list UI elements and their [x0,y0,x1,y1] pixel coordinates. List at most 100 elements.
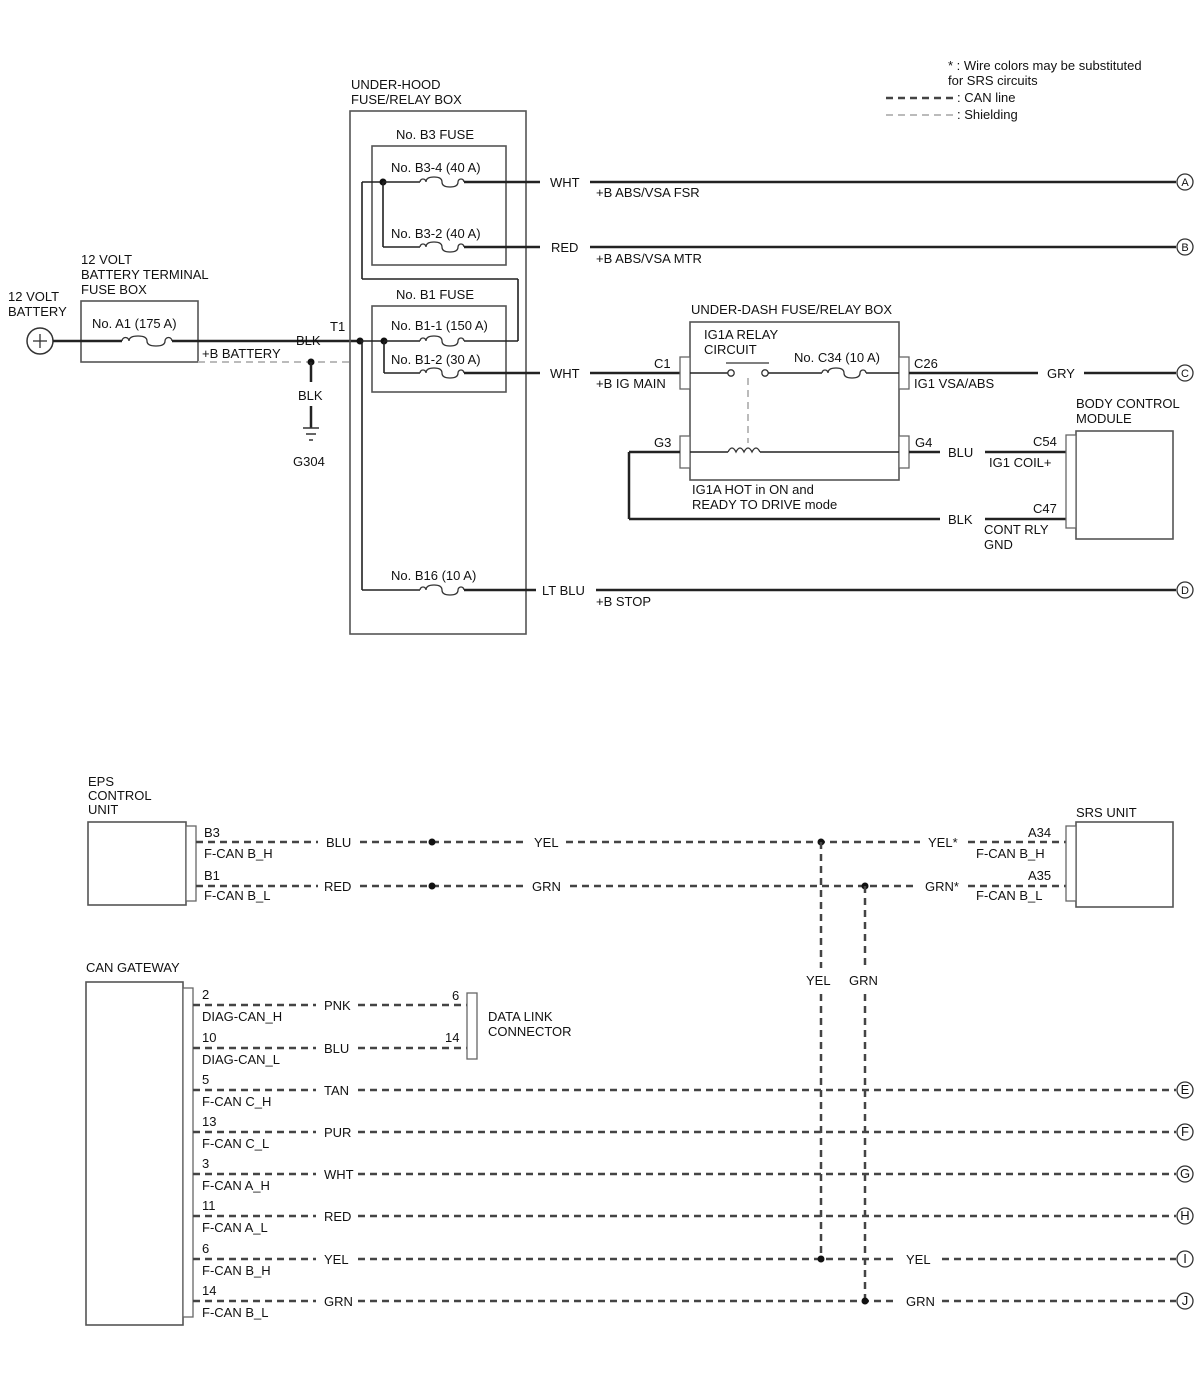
srs-unit: SRS UNIT A34 F-CAN B_H A35 F-CAN B_L [976,805,1174,908]
gateway-wire-color: BLU [324,1041,349,1056]
ground-g304: G304 [293,454,325,469]
junction-eps-l [428,882,436,890]
terminal-f [1176,1123,1194,1141]
can-drop-yel-color: YEL [806,973,831,988]
eps-title-2: CONTROL [88,788,152,803]
wire-a-circuit: +B ABS/VSA FSR [596,185,700,200]
terminal-label: I [1183,1251,1187,1266]
body-control-module: BODY CONTROL MODULE C54 IG1 COIL+ C47 CO… [984,396,1180,552]
gateway-pin-number: 5 [202,1072,209,1087]
battery-label-2: BATTERY [8,304,67,319]
gateway-can-junction [817,1255,825,1263]
legend: * : Wire colors may be substituted for S… [886,58,1142,122]
gateway-can-junction [861,1297,869,1305]
gateway-connector [182,987,194,1318]
eps-pin-b1: B1 [204,868,220,883]
hot-label-2: READY TO DRIVE mode [692,497,837,512]
connector-g4-shape [898,435,910,469]
connector-c1: C1 [654,356,671,371]
can-mid-h-color: YEL [534,835,559,850]
gateway-pin-signal: F-CAN A_H [202,1178,270,1193]
can-eps-l-color: RED [324,879,351,894]
wire-c-color: GRY [1047,366,1075,381]
fuse-c34-symbol [821,367,867,379]
can-gateway: CAN GATEWAY 2DIAG-CAN_HPNK10DIAG-CAN_LBL… [85,960,1194,1326]
terminal-c: C [1176,364,1194,382]
srs-connector [1065,825,1077,902]
srs-title: SRS UNIT [1076,805,1137,820]
relay-label-2: CIRCUIT [704,342,757,357]
under-dash-fuse-box: WHT C1 +B IG MAIN UNDER-DASH FUSE/RELAY … [464,302,1194,527]
terminal-label: H [1180,1208,1189,1223]
output-wire-a: WHT +B ABS/VSA FSR A [464,173,1194,200]
fuse-b16-symbol [419,584,465,596]
connector-c1-shape [679,356,691,390]
terminal-label: E [1181,1082,1190,1097]
eps-pin-b1-sig: F-CAN B_L [204,888,270,903]
gateway-pin-number: 3 [202,1156,209,1171]
terminal-label: F [1181,1124,1189,1139]
terminal-h [1176,1207,1194,1225]
relay-label-1: IG1A RELAY [704,327,779,342]
terminal-g [1176,1165,1194,1183]
gateway-pin-number: 13 [202,1114,216,1129]
fuse-b16-label: No. B16 (10 A) [391,568,476,583]
fuse-b3-2-symbol [419,241,465,253]
connector-c26-shape [898,356,910,390]
wire-d-color: LT BLU [542,583,585,598]
wire-ig-main-color: WHT [550,366,580,381]
terminal-i [1176,1250,1194,1268]
gateway-pin-signal: F-CAN A_L [202,1220,268,1235]
fuse-a1-label: No. A1 (175 A) [92,316,177,331]
bcm-c54: C54 [1033,434,1057,449]
hot-label-1: IG1A HOT in ON and [692,482,814,497]
legend-note-line1: * : Wire colors may be substituted [948,58,1142,73]
srs-pin-a34-sig: F-CAN B_H [976,846,1045,861]
connector-g3-shape [679,435,691,469]
gateway-title: CAN GATEWAY [86,960,180,975]
gateway-pin-signal: DIAG-CAN_L [202,1052,280,1067]
gateway-out-color: YEL [906,1252,931,1267]
battery-fuse-box-label-2: BATTERY TERMINAL [81,267,209,282]
dlc-pin-14: 14 [445,1030,459,1045]
srs-outline [1075,821,1174,908]
wire-label-b-battery: +B BATTERY [202,346,281,361]
eps-title-3: UNIT [88,802,118,817]
eps-control-unit: EPS CONTROL UNIT B3 F-CAN B_H B1 F-CAN B… [87,774,273,906]
battery-wires: +B BATTERY BLK T1 BLK G304 [53,319,364,469]
can-eps-h-color: BLU [326,835,351,850]
wire-a-color: WHT [550,175,580,190]
legend-shielding: : Shielding [957,107,1018,122]
dlc-pin-6: 6 [452,988,459,1003]
fuse-b1-2-symbol [419,367,465,379]
data-link-connector: 6 14 DATA LINK CONNECTOR [445,988,572,1060]
wire-b-color: RED [551,240,578,255]
output-wire-b: RED +B ABS/VSA MTR B [464,238,1194,266]
ground-symbol [303,427,319,441]
fuse-b3-4-symbol [419,176,465,188]
srs-pin-a35-sig: F-CAN B_L [976,888,1042,903]
terminal-label: G [1180,1166,1190,1181]
bcm-title-1: BODY CONTROL [1076,396,1180,411]
battery-label-1: 12 VOLT [8,289,59,304]
under-hood-title-1: UNDER-HOOD [351,77,441,92]
can-drop-grn-color: GRN [849,973,878,988]
under-dash-outline [689,321,900,481]
gateway-pin-number: 2 [202,987,209,1002]
relay-contact-left [727,369,735,377]
wire-d-circuit: +B STOP [596,594,651,609]
bcm-c47-circuit-1: CONT RLY [984,522,1049,537]
under-hood-title-2: FUSE/RELAY BOX [351,92,462,107]
circuit-b-ig-main: +B IG MAIN [596,376,666,391]
relay-contact-right [761,369,769,377]
wire-b-circuit: +B ABS/VSA MTR [596,251,702,266]
gateway-wire-color: RED [324,1209,351,1224]
wire-color-blk-ground: BLK [298,388,323,403]
gateway-pin-number: 6 [202,1241,209,1256]
connector-g4: G4 [915,435,932,450]
b1-fuse-title: No. B1 FUSE [396,287,474,302]
eps-pin-b3-sig: F-CAN B_H [204,846,273,861]
connector-g3: G3 [654,435,671,450]
